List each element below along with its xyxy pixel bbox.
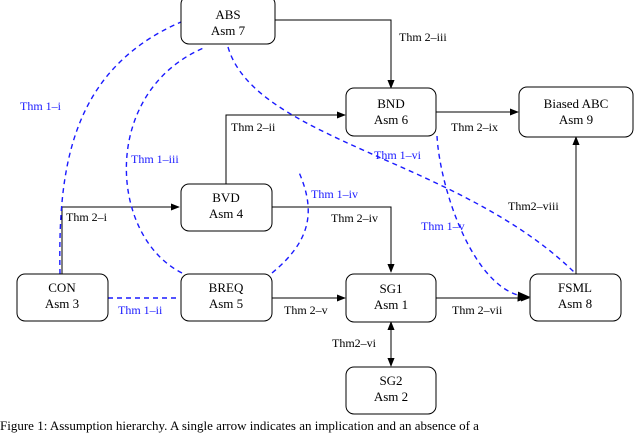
- node-abs: ABS Asm 7: [180, 0, 276, 45]
- dashed-breq-bvd: [271, 169, 309, 274]
- label-thm2-vi: Thm2–vi: [332, 336, 377, 350]
- node-sg1: SG1 Asm 1: [345, 273, 437, 323]
- node-bvd: BVD Asm 4: [180, 183, 273, 232]
- dashed-con-abs: [59, 21, 182, 275]
- svg-text:FSML: FSML: [558, 280, 592, 295]
- node-biased-abc: Biased ABC Asm 9: [518, 86, 634, 138]
- edge-abs-bnd: [275, 19, 395, 89]
- svg-text:CON: CON: [48, 280, 76, 295]
- svg-text:Asm 6: Asm 6: [374, 112, 409, 127]
- label-thm1-iii: Thm 1–iii: [131, 152, 179, 166]
- figure-caption: Figure 1: Assumption hierarchy. A single…: [0, 418, 479, 433]
- label-thm2-vii: Thm 2–vii: [452, 303, 503, 317]
- node-bnd: BND Asm 6: [345, 87, 437, 137]
- label-thm2-iv: Thm 2–iv: [331, 211, 378, 225]
- label-thm2-iii: Thm 2–iii: [399, 30, 447, 44]
- label-thm2-ix: Thm 2–ix: [451, 120, 498, 134]
- svg-text:BREQ: BREQ: [209, 280, 244, 295]
- svg-text:Asm 1: Asm 1: [374, 297, 408, 312]
- svg-text:Biased ABC: Biased ABC: [544, 96, 609, 111]
- svg-text:Asm 5: Asm 5: [209, 296, 243, 311]
- dashed-bnd-fsml: [436, 135, 531, 302]
- label-thm1-vi: Thm 1–vi: [374, 148, 422, 162]
- label-thm2-i: Thm 2–i: [66, 210, 108, 224]
- label-thm1-iv: Thm 1–iv: [311, 187, 358, 201]
- dashed-abs-fsml: [227, 46, 576, 274]
- svg-text:ABS: ABS: [215, 7, 240, 22]
- svg-text:BVD: BVD: [212, 190, 239, 205]
- label-thm1-i: Thm 1–i: [20, 99, 62, 113]
- svg-text:Asm 7: Asm 7: [211, 23, 246, 38]
- node-con: CON Asm 3: [16, 273, 109, 322]
- label-thm2-viii: Thm2–viii: [508, 199, 559, 213]
- svg-text:Asm 4: Asm 4: [209, 206, 244, 221]
- assumption-hierarchy-diagram: Thm 2–iii Thm 2–ii Thm 2–ix Thm 2–i Thm …: [16, 0, 634, 415]
- edge-bvd-bnd: [225, 111, 346, 184]
- svg-text:BND: BND: [377, 96, 404, 111]
- dashed-breq-abs: [125, 46, 207, 274]
- label-thm2-ii: Thm 2–ii: [231, 120, 276, 134]
- svg-text:Asm 2: Asm 2: [374, 389, 408, 404]
- label-thm1-v: Thm 1–v: [421, 219, 465, 233]
- label-thm2-v: Thm 2–v: [284, 303, 328, 317]
- svg-text:Asm 8: Asm 8: [558, 296, 592, 311]
- node-breq: BREQ Asm 5: [180, 273, 273, 322]
- svg-text:Asm 9: Asm 9: [559, 112, 593, 127]
- node-sg2: SG2 Asm 2: [345, 366, 437, 415]
- svg-text:SG2: SG2: [379, 373, 402, 388]
- svg-text:Asm 3: Asm 3: [45, 296, 79, 311]
- label-thm1-ii: Thm 1–ii: [118, 303, 163, 317]
- node-fsml: FSML Asm 8: [529, 273, 622, 322]
- edge-bvd-sg1: [272, 206, 395, 273]
- svg-text:SG1: SG1: [379, 281, 402, 296]
